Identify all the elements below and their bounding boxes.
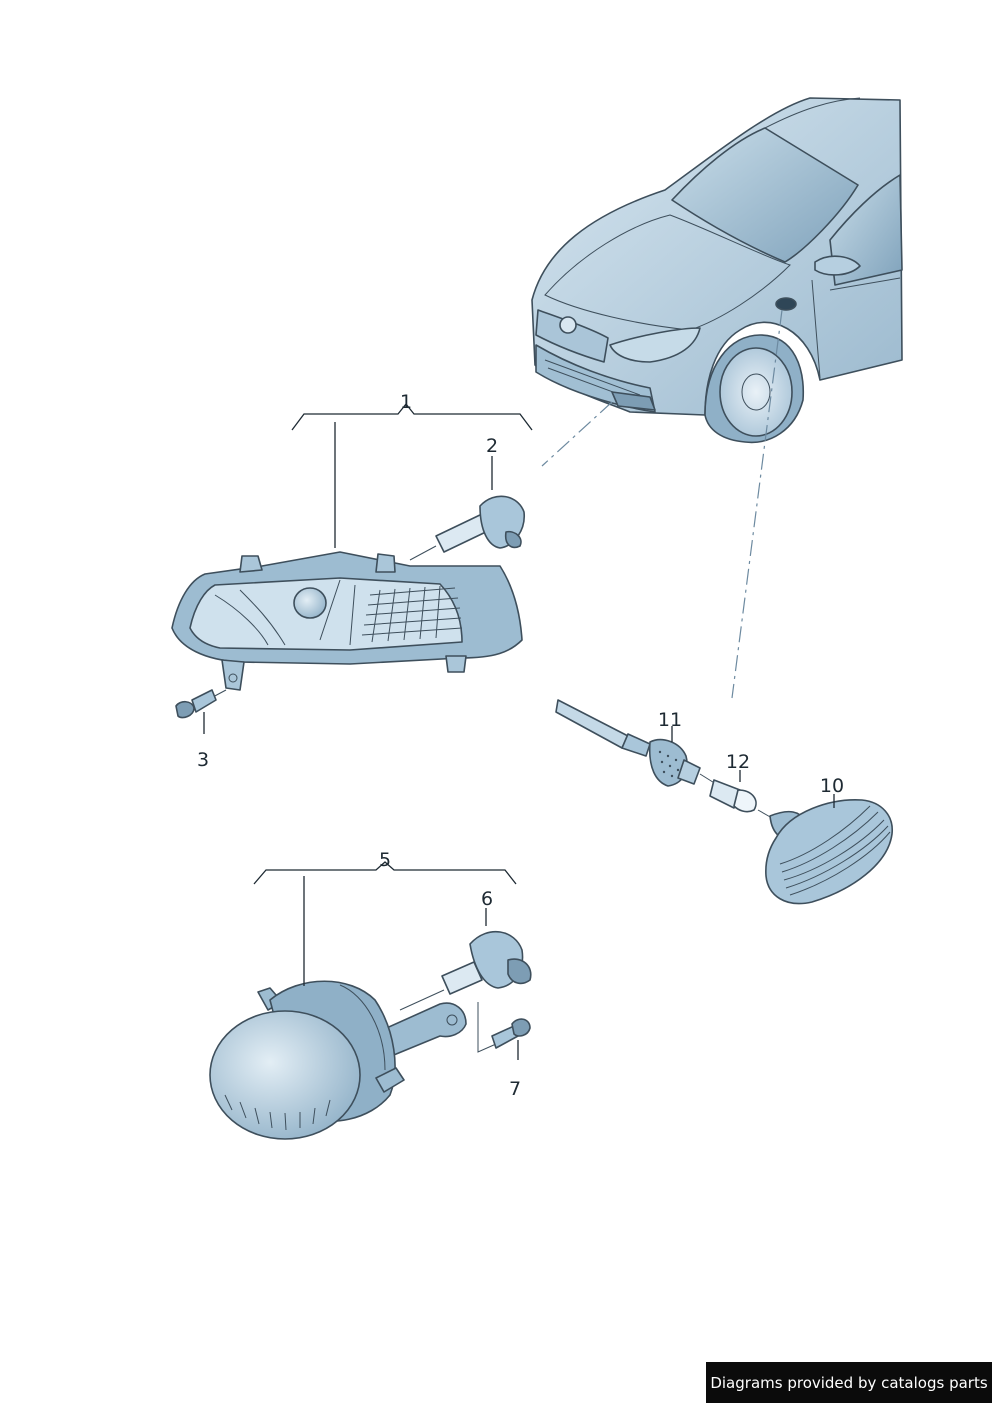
part-1-lamp-housing: [171, 551, 523, 691]
callout-1: 1: [400, 391, 412, 413]
leader-lines: [203, 402, 835, 1060]
callout-10: 10: [820, 775, 844, 797]
part-3-screw: [175, 689, 227, 719]
callout-2: 2: [486, 435, 498, 457]
side-marker-reference-line: [731, 309, 783, 699]
part-7-screw: [477, 1002, 531, 1053]
callout-6: 6: [481, 888, 493, 910]
part-11-socket-cable: [555, 699, 717, 787]
callout-5: 5: [379, 849, 391, 871]
part-2-bulb: [409, 495, 525, 561]
part-12-bulb: [709, 779, 773, 819]
part-5-fog-lamp: [209, 980, 467, 1140]
fog-light-reference-line: [541, 401, 613, 467]
callout-7: 7: [509, 1078, 521, 1100]
callout-12: 12: [726, 751, 750, 773]
footer-credit: Diagrams provided by catalogs parts: [706, 1362, 992, 1403]
callout-3: 3: [197, 749, 209, 771]
car-illustration: [531, 97, 903, 444]
callout-11: 11: [658, 709, 682, 731]
part-10-side-marker: [765, 799, 893, 905]
part-6-bulb: [399, 930, 532, 1011]
